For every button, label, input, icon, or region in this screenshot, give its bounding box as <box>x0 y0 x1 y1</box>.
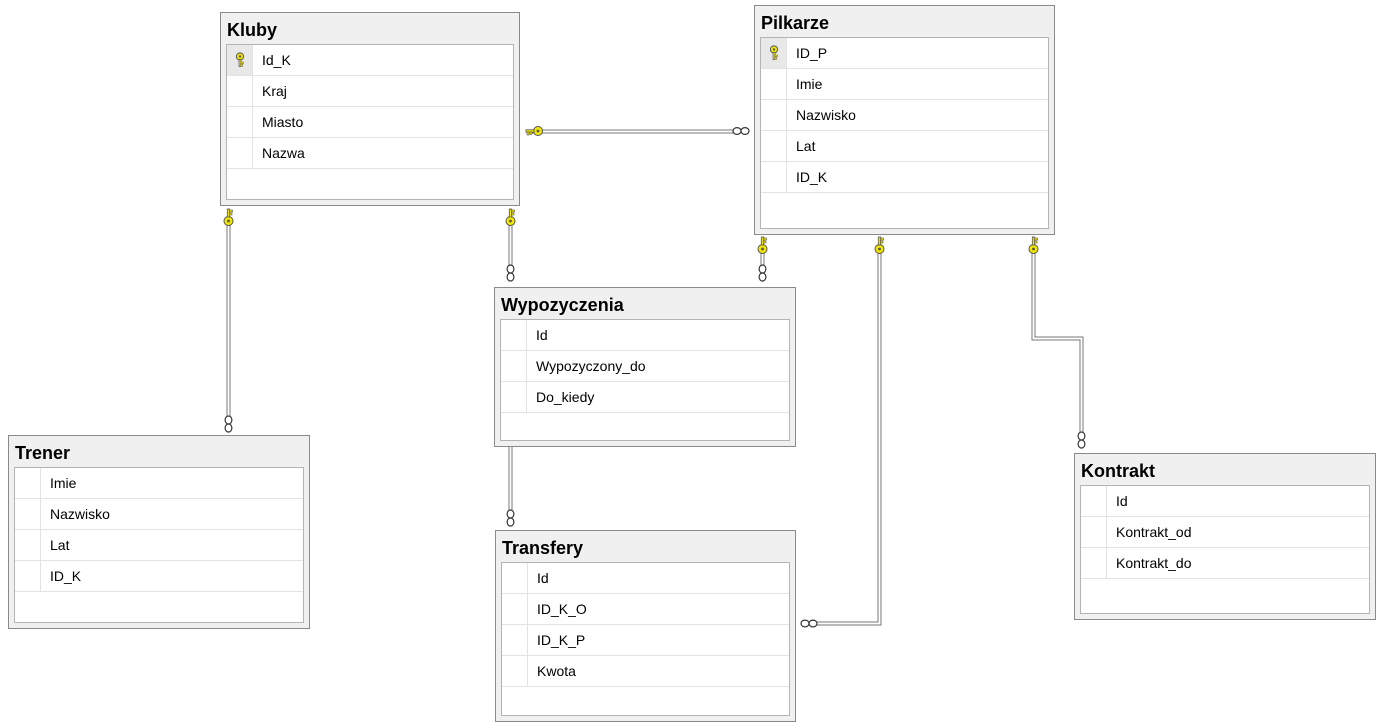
column-row[interactable]: Kwota <box>502 656 789 687</box>
column-list: Imie Nazwisko Lat ID_K <box>14 467 304 623</box>
column-name: Id <box>537 570 549 586</box>
column-row[interactable]: Wypozyczony_do <box>501 351 789 382</box>
row-selector <box>761 131 787 161</box>
column-list: ID_P Imie Nazwisko Lat ID_K <box>760 37 1049 229</box>
row-selector <box>502 563 528 593</box>
column-name: ID_K <box>50 568 82 584</box>
column-row[interactable]: Id <box>501 320 789 351</box>
column-list: Id_K Kraj Miasto Nazwa <box>226 44 514 200</box>
column-name: Id_K <box>262 52 291 68</box>
relation-pilkarze-kontrakt <box>1028 236 1086 449</box>
column-name: ID_K_O <box>537 601 587 617</box>
column-row[interactable]: Lat <box>761 131 1048 162</box>
column-name: Nazwisko <box>796 107 856 123</box>
relation-kluby-pilkarze <box>525 126 750 136</box>
row-selector <box>1081 548 1107 578</box>
row-selector <box>761 100 787 130</box>
column-name: Nazwisko <box>50 506 110 522</box>
table-kluby[interactable]: Kluby Id_K Kraj Miasto Nazwa <box>220 12 520 206</box>
table-title: Wypozyczenia <box>501 295 624 315</box>
column-row[interactable]: Id <box>1081 486 1369 517</box>
column-name: Lat <box>50 537 70 553</box>
row-selector <box>227 45 253 75</box>
column-row[interactable]: Id <box>502 563 789 594</box>
column-row[interactable]: Kontrakt_do <box>1081 548 1369 579</box>
column-row[interactable]: ID_K <box>761 162 1048 193</box>
column-row[interactable]: ID_K_O <box>502 594 789 625</box>
table-transfery[interactable]: Transfery Id ID_K_O ID_K_P Kwota <box>495 530 796 722</box>
row-selector <box>761 38 787 68</box>
column-row[interactable]: Imie <box>15 468 303 499</box>
table-wypozyczenia[interactable]: Wypozyczenia Id Wypozyczony_do Do_kiedy <box>494 287 796 447</box>
row-selector <box>502 594 528 624</box>
row-selector <box>227 138 253 168</box>
column-row[interactable]: Do_kiedy <box>501 382 789 413</box>
row-selector <box>15 530 41 560</box>
table-pilkarze[interactable]: Pilkarze ID_P Imie Nazwisko Lat ID_K <box>754 5 1055 235</box>
column-name: Do_kiedy <box>536 389 595 405</box>
column-name: Miasto <box>262 114 304 130</box>
row-selector <box>1081 517 1107 547</box>
row-selector <box>227 76 253 106</box>
column-name: Id <box>1116 493 1128 509</box>
column-row[interactable]: ID_P <box>761 38 1048 69</box>
column-row[interactable]: ID_K_P <box>502 625 789 656</box>
row-selector <box>501 382 527 412</box>
column-name: Kontrakt_od <box>1116 524 1192 540</box>
relation-kluby-trener <box>223 208 234 433</box>
column-name: Lat <box>796 138 816 154</box>
row-selector <box>761 162 787 192</box>
row-selector <box>15 468 41 498</box>
row-selector <box>502 625 528 655</box>
relation-kluby-wypozyczenia <box>505 208 516 282</box>
column-name: ID_K_P <box>537 632 586 648</box>
column-name: Id <box>536 327 548 343</box>
column-name: Kwota <box>537 663 576 679</box>
relation-pilkarze-transfery <box>800 236 885 628</box>
column-name: Wypozyczony_do <box>536 358 646 374</box>
table-kontrakt[interactable]: Kontrakt Id Kontrakt_od Kontrakt_do <box>1074 453 1376 620</box>
column-list: Id Wypozyczony_do Do_kiedy <box>500 319 790 441</box>
key-icon <box>235 52 244 67</box>
column-name: Kraj <box>262 83 287 99</box>
column-row[interactable]: Kraj <box>227 76 513 107</box>
table-title: Pilkarze <box>761 13 830 33</box>
column-row[interactable]: Id_K <box>227 45 513 76</box>
row-selector <box>761 69 787 99</box>
column-name: Imie <box>50 475 77 491</box>
table-title: Kluby <box>227 20 278 40</box>
row-selector <box>501 351 527 381</box>
row-selector <box>501 320 527 350</box>
column-row[interactable]: Nazwa <box>227 138 513 169</box>
column-row[interactable]: Kontrakt_od <box>1081 517 1369 548</box>
column-row[interactable]: Nazwisko <box>15 499 303 530</box>
row-selector <box>1081 486 1107 516</box>
column-row[interactable]: Imie <box>761 69 1048 100</box>
column-name: Nazwa <box>262 145 305 161</box>
column-name: Imie <box>796 76 823 92</box>
column-name: ID_P <box>796 45 828 61</box>
key-icon <box>769 45 778 60</box>
table-title: Trener <box>15 443 71 463</box>
table-title: Kontrakt <box>1081 461 1156 481</box>
relation-wypozyczenia-transfery <box>506 447 515 527</box>
row-selector <box>227 107 253 137</box>
column-name: Kontrakt_do <box>1116 555 1192 571</box>
relation-pilkarze-wypozyczenia <box>757 236 768 282</box>
row-selector <box>15 499 41 529</box>
column-list: Id Kontrakt_od Kontrakt_do <box>1080 485 1370 614</box>
row-selector <box>15 561 41 591</box>
column-row[interactable]: ID_K <box>15 561 303 592</box>
table-title: Transfery <box>502 538 584 558</box>
row-selector <box>502 656 528 686</box>
column-row[interactable]: Lat <box>15 530 303 561</box>
column-row[interactable]: Miasto <box>227 107 513 138</box>
table-trener[interactable]: Trener Imie Nazwisko Lat ID_K <box>8 435 310 629</box>
column-row[interactable]: Nazwisko <box>761 100 1048 131</box>
column-list: Id ID_K_O ID_K_P Kwota <box>501 562 790 716</box>
column-name: ID_K <box>796 169 828 185</box>
